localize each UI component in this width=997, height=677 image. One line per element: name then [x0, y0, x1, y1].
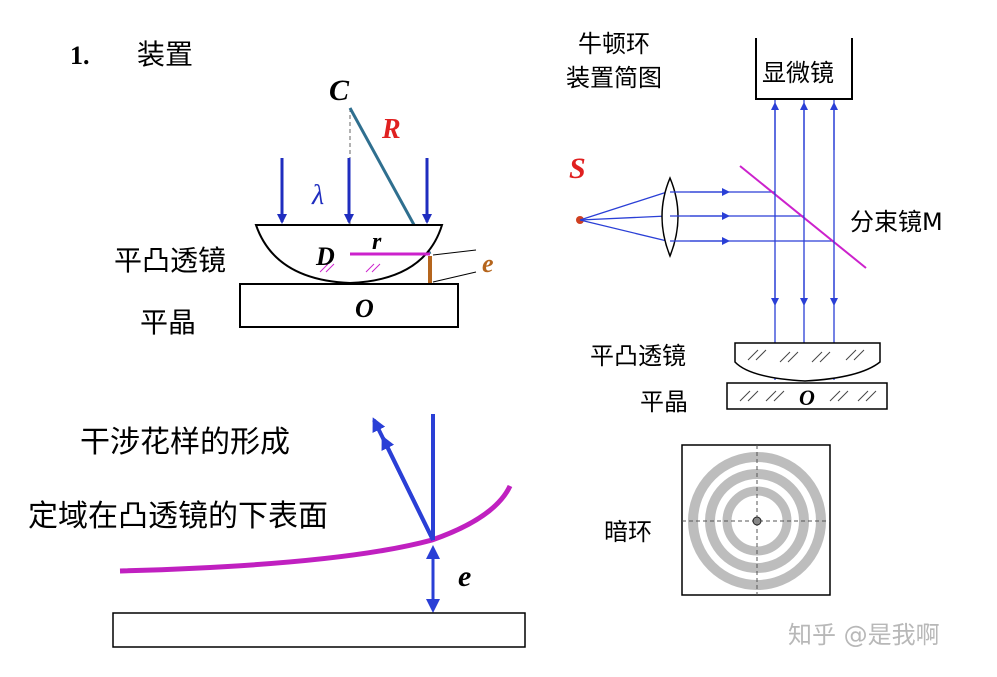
interference-subtitle: 定域在凸透镜的下表面: [28, 499, 328, 534]
ring-center-dot: [752, 516, 762, 526]
e-leader-top: [432, 249, 477, 256]
beam-splitter-label: 分束镜M: [850, 208, 943, 236]
label-lambda: λ: [311, 180, 324, 211]
source-rays: [579, 191, 668, 242]
interference-panel: 干涉花样的形成 定域在凸透镜的下表面 e: [28, 414, 526, 648]
setup-panel: 1. 装置 C R λ r D e O 平: [70, 38, 494, 339]
interference-title: 干涉花样的形成: [80, 425, 290, 460]
apparatus-title-2: 装置简图: [566, 64, 662, 92]
e-leader-bottom: [432, 271, 477, 283]
watermark: 知乎 @是我啊: [788, 621, 940, 649]
apparatus-label-o: O: [799, 385, 815, 410]
vertical-rays: [771, 100, 838, 380]
source-label: S: [569, 152, 586, 185]
apparatus-lens-hatch: [747, 349, 865, 363]
label-d: D: [315, 242, 335, 271]
label-o: O: [355, 294, 374, 323]
microscope-label: 显微镜: [762, 59, 834, 87]
label-r-small: r: [372, 229, 382, 255]
reflected-ray-2: [381, 435, 435, 541]
dark-ring-label: 暗环: [604, 518, 652, 546]
label-r-radius: R: [381, 114, 401, 145]
setup-heading-number: 1.: [70, 41, 90, 70]
apparatus-title-1: 牛顿环: [578, 30, 650, 58]
apparatus-plate-label: 平晶: [640, 388, 688, 416]
flat-plate: [239, 283, 459, 328]
label-e: e: [482, 249, 494, 278]
microscope: [755, 38, 853, 100]
apparatus-plate-hatch: [739, 390, 877, 402]
apparatus-lens: [734, 342, 881, 382]
apparatus-panel: 牛顿环 装置简图 显微镜 S 分束镜M: [566, 30, 943, 596]
plate-label: 平晶: [140, 306, 196, 339]
beam-splitter: [739, 165, 867, 269]
lens-label: 平凸透镜: [114, 244, 226, 277]
apparatus-lens-label: 平凸透镜: [590, 342, 686, 370]
lens-lower-surface: [119, 484, 513, 574]
parallel-rays: [670, 188, 834, 245]
thickness-label-e: e: [458, 560, 471, 593]
bottom-plate: [112, 612, 526, 648]
label-c: C: [329, 74, 350, 107]
collimating-lens: [661, 176, 679, 259]
plano-convex-lens: [254, 224, 444, 285]
lens-hatch: [319, 263, 381, 273]
setup-heading: 装置: [137, 38, 193, 71]
